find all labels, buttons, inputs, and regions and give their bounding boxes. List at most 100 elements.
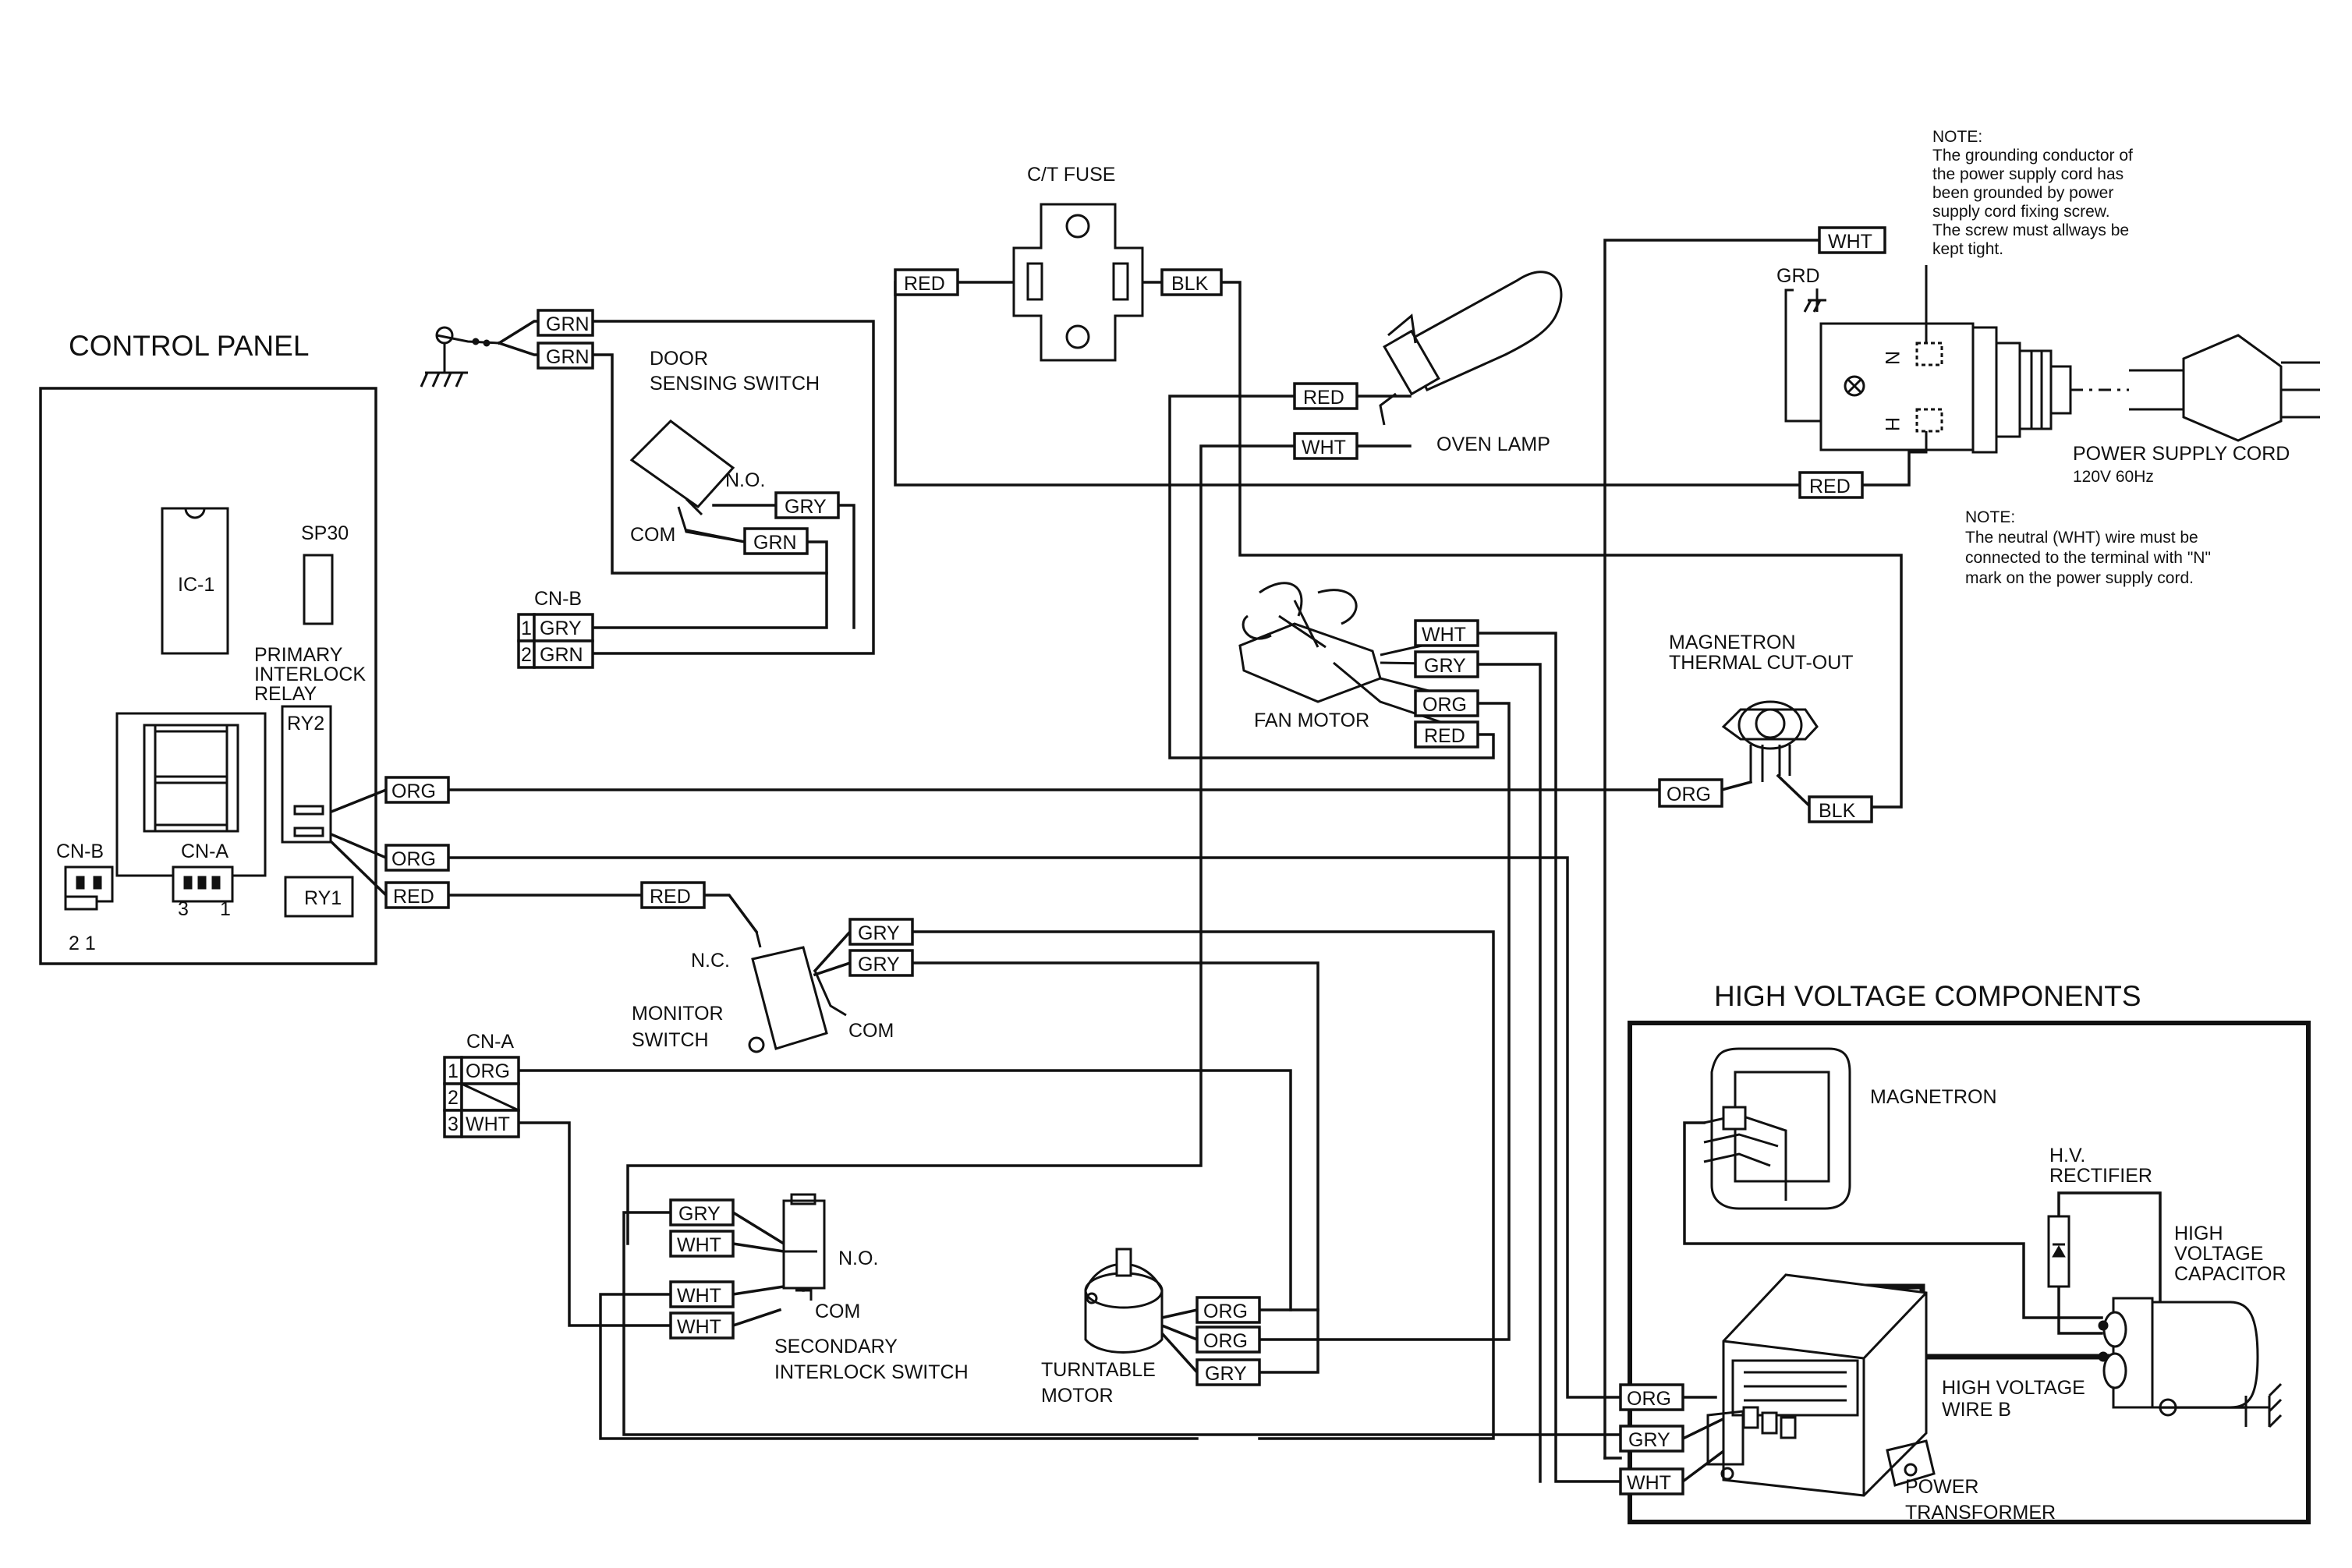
sp30-label: SP30 <box>301 522 349 544</box>
secondary-no-label: N.O. <box>838 1248 878 1269</box>
tag-cna-1: 1 <box>448 1060 459 1082</box>
wire-gry-mon2 <box>813 961 852 977</box>
monitor-switch-label-2: SWITCH <box>632 1029 709 1051</box>
cna-panel-pin-left: 3 <box>178 898 189 920</box>
wire-gry-sec-2 <box>731 1210 786 1246</box>
wire-blk-cutout <box>1776 773 1815 812</box>
tag-red-cord: RED <box>1809 476 1851 497</box>
ry1-relay <box>284 876 354 918</box>
note-ground-4: been grounded by power <box>1932 184 2113 202</box>
tag-org-tt1: ORG <box>1203 1301 1248 1322</box>
secondary-interlock-switch: N.O. COM SECONDARY INTERLOCK SWITCH <box>774 1193 969 1383</box>
hv-title: HIGH VOLTAGE COMPONENTS <box>1714 980 2141 1012</box>
monitor-com-label: COM <box>848 1020 894 1042</box>
secondary-switch-label-1: SECONDARY <box>774 1336 898 1357</box>
capacitor-label-1: HIGH <box>2174 1223 2223 1244</box>
tag-grn-top: GRN <box>546 313 590 335</box>
tag-grn-ds: GRN <box>753 532 797 554</box>
mag-cutout-label-2: THERMAL CUT-OUT <box>1669 652 1854 674</box>
wire-gry-sec <box>622 1211 1622 1436</box>
panel-coil-post-1 <box>143 724 157 833</box>
turntable-motor: TURNTABLE MOTOR <box>1041 1248 1164 1407</box>
wire-wht-fan <box>1476 632 1622 1483</box>
cna-panel-pin-3 <box>211 876 221 890</box>
cna-block-label: CN-A <box>466 1031 514 1053</box>
rectifier-label-1: H.V. <box>2049 1145 2085 1166</box>
hv-wire-label-2: WIRE B <box>1942 1399 2011 1421</box>
tag-org-tt2: ORG <box>1203 1330 1248 1352</box>
wire-tags: GRN GRN GRY GRN CN-B 1 GRY 2 GRN RED BLK… <box>384 226 1886 1495</box>
note-neutral-2: The neutral (WHT) wire must be <box>1965 529 2198 547</box>
tag-wht-cord: WHT <box>1828 231 1872 253</box>
tag-wht-sec2: WHT <box>677 1285 721 1307</box>
wire-grn-ground-2 <box>497 341 540 356</box>
door-switch-body <box>629 419 735 508</box>
ct-fuse-body <box>1012 203 1144 362</box>
note-ground-3: the power supply cord has <box>1932 165 2124 183</box>
mag-cutout-label-1: MAGNETRON <box>1669 632 1796 653</box>
note-ground-5: supply cord fixing screw. <box>1932 203 2110 221</box>
cnb-panel-pin-1 <box>76 876 85 890</box>
tag-red-ry2: RED <box>393 886 434 908</box>
grd-label: GRD <box>1776 265 1820 287</box>
tag-cna-3: 3 <box>448 1113 459 1135</box>
fan-motor-label: FAN MOTOR <box>1254 710 1369 731</box>
ry2-label: RY2 <box>287 713 324 734</box>
wire-grn-ground-1 <box>497 320 540 345</box>
tag-wht-lamp: WHT <box>1302 437 1346 458</box>
monitor-switch-label-1: MONITOR <box>632 1003 724 1025</box>
tag-gry-tr: GRY <box>1628 1429 1670 1451</box>
note-ground-6: The screw must allways be <box>1932 221 2129 239</box>
wire-gry-mon1-2 <box>911 930 1495 1440</box>
panel-coil-block <box>115 712 267 877</box>
panel-coil-bar-3 <box>143 823 239 833</box>
tag-red-lamp: RED <box>1303 387 1344 409</box>
note-ground-2: The grounding conductor of <box>1932 147 2133 165</box>
wire-org-tt1 <box>1160 1308 1199 1320</box>
mag-cutout-body <box>1737 700 1803 750</box>
notes: NOTE: The grounding conductor of the pow… <box>1932 128 2211 587</box>
cnb-panel-pins: 2 1 <box>69 933 96 954</box>
tag-cnb-1: 1 <box>521 618 532 639</box>
door-switch-label-1: DOOR <box>650 348 708 370</box>
power-cord-label-1: POWER SUPPLY CORD <box>2073 443 2290 465</box>
ry2-contact-2 <box>293 826 324 837</box>
wire-gry-door-2 <box>837 504 855 629</box>
magnetron-label: MAGNETRON <box>1870 1086 1997 1108</box>
panel-coil-bar-1 <box>143 724 239 733</box>
tag-gry-tt: GRY <box>1205 1363 1247 1385</box>
transformer-label-2: TRANSFORMER <box>1905 1502 2056 1524</box>
ry2-relay <box>281 705 332 844</box>
cnb-block-label: CN-B <box>534 588 582 610</box>
hv-frame <box>1628 1021 2311 1524</box>
monitor-switch: N.C. COM MONITOR SWITCH <box>632 931 894 1053</box>
wire-org-tt2 <box>1160 1323 1199 1342</box>
monitor-nc-label: N.C. <box>691 950 730 972</box>
oven-lamp: OVEN LAMP <box>1379 271 1563 455</box>
tag-cnb-grn: GRN <box>540 644 583 666</box>
wire-wht-cord <box>1603 239 1821 1460</box>
primary-relay-label-3: RELAY <box>254 683 317 705</box>
screw-icon <box>1844 375 1865 397</box>
wire-red-mon <box>703 894 759 934</box>
tag-org-ry2b: ORG <box>391 848 436 870</box>
capacitor-body <box>2139 1301 2259 1409</box>
tag-gry-mon2: GRY <box>858 954 900 975</box>
magnetron-thermal-cutout: MAGNETRON THERMAL CUT-OUT <box>1669 632 1854 782</box>
wire-grn-top-loop <box>591 320 875 655</box>
ry2-contact-1 <box>293 805 324 816</box>
panel-coil-bar-2 <box>143 775 239 784</box>
tag-gry-ds: GRY <box>785 496 827 518</box>
wire-grn-door-frame <box>591 353 828 629</box>
fan-blades-icon <box>1242 582 1358 640</box>
note-ground-7: kept tight. <box>1932 240 2003 258</box>
ic1-label: IC-1 <box>178 574 214 596</box>
h-mark: H <box>1881 417 1903 431</box>
n-mark: N <box>1881 351 1903 365</box>
ct-fuse-label: C/T FUSE <box>1027 164 1115 186</box>
secondary-switch-body <box>782 1199 826 1290</box>
wire-gry-mon1 <box>813 929 852 973</box>
control-panel: CONTROL PANEL IC-1 SP30 PRIMARY INTERLOC… <box>39 330 377 965</box>
wire-wht-cna <box>517 1121 672 1327</box>
tag-blk-cut: BLK <box>1819 800 1856 822</box>
